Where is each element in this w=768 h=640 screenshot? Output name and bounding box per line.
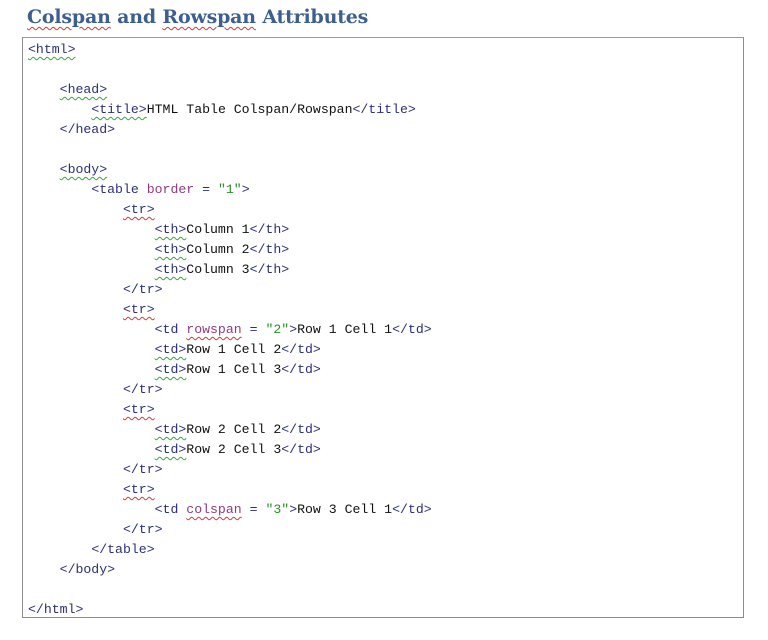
- equals-sign: =: [241, 322, 266, 337]
- table-close-tag: </table>: [91, 542, 155, 557]
- row1-cell2: Row 1 Cell 2: [186, 342, 282, 357]
- table-border-attr: border: [146, 182, 195, 197]
- code-line-8: <table border = "1">: [28, 180, 432, 200]
- th-close-tag: </th>: [249, 242, 290, 257]
- code-line-6: [28, 140, 432, 160]
- code-line-9: <tr>: [28, 200, 432, 220]
- td-open-tag: <td: [154, 502, 187, 517]
- code-line-22: </tr>: [28, 460, 432, 480]
- code-block: <html> <head> <title>HTML Table Colspan/…: [22, 37, 744, 618]
- code-line-11: <th>Column 2</th>: [28, 240, 432, 260]
- td-open-tag: <td>: [154, 362, 187, 377]
- body-close-tag: </body>: [59, 562, 116, 577]
- code-line-28: [28, 580, 432, 600]
- code-line-16: <td>Row 1 Cell 2</td>: [28, 340, 432, 360]
- code-line-20: <td>Row 2 Cell 2</td>: [28, 420, 432, 440]
- colspan-value: "3": [265, 502, 290, 517]
- code-line-27: </body>: [28, 560, 432, 580]
- code-line-18: </tr>: [28, 380, 432, 400]
- header-cell-2: Column 2: [186, 242, 250, 257]
- code-line-26: </table>: [28, 540, 432, 560]
- head-open-tag: <head>: [59, 82, 108, 97]
- th-open-tag: <th>: [154, 242, 187, 257]
- code-line-24: <td colspan = "3">Row 3 Cell 1</td>: [28, 500, 432, 520]
- code-line-21: <td>Row 2 Cell 3</td>: [28, 440, 432, 460]
- th-close-tag: </th>: [249, 262, 290, 277]
- header-cell-1: Column 1: [186, 222, 250, 237]
- table-open-tag: <table: [91, 182, 147, 197]
- code-line-5: </head>: [28, 120, 432, 140]
- td-open-tag: <td: [154, 322, 187, 337]
- title-open-tag: <title>: [91, 102, 147, 117]
- row1-cell3: Row 1 Cell 3: [186, 362, 282, 377]
- td-close-tag: </td>: [392, 502, 432, 517]
- td-close-tag: </td>: [281, 362, 321, 377]
- td-open-tag: <td>: [154, 442, 187, 457]
- section-heading: Colspan and Rowspan Attributes: [27, 6, 368, 28]
- th-open-tag: <th>: [154, 222, 187, 237]
- tag-end: >: [241, 182, 250, 197]
- body-open-tag: <body>: [59, 162, 108, 177]
- table-border-value: "1": [217, 182, 242, 197]
- code-line-29: </html>: [28, 600, 432, 620]
- code-line-10: <th>Column 1</th>: [28, 220, 432, 240]
- rowspan-attr: rowspan: [186, 322, 242, 337]
- code-line-12: <th>Column 3</th>: [28, 260, 432, 280]
- code-line-2: [28, 60, 432, 80]
- tr-close-tag: </tr>: [122, 462, 163, 477]
- code-line-4: <title>HTML Table Colspan/Rowspan</title…: [28, 100, 432, 120]
- code-line-1: <html>: [28, 40, 432, 60]
- html-close-tag: </html>: [28, 602, 84, 617]
- heading-word-rowspan: Rowspan: [162, 6, 256, 28]
- code-line-13: </tr>: [28, 280, 432, 300]
- tag-end: >: [289, 502, 298, 517]
- code-line-3: <head>: [28, 80, 432, 100]
- row1-cell1: Row 1 Cell 1: [297, 322, 393, 337]
- tr-open-tag: <tr>: [122, 202, 155, 217]
- code-line-17: <td>Row 1 Cell 3</td>: [28, 360, 432, 380]
- td-open-tag: <td>: [154, 342, 187, 357]
- code-listing: <html> <head> <title>HTML Table Colspan/…: [28, 40, 432, 620]
- row3-cell1: Row 3 Cell 1: [297, 502, 393, 517]
- head-close-tag: </head>: [59, 122, 116, 137]
- title-text: HTML Table Colspan/Rowspan: [146, 102, 353, 117]
- code-line-23: <tr>: [28, 480, 432, 500]
- th-open-tag: <th>: [154, 262, 187, 277]
- tr-close-tag: </tr>: [122, 382, 163, 397]
- html-open-tag: <html>: [28, 42, 76, 57]
- code-line-15: <td rowspan = "2">Row 1 Cell 1</td>: [28, 320, 432, 340]
- heading-word-attributes: Attributes: [255, 6, 369, 28]
- td-close-tag: </td>: [281, 422, 321, 437]
- row2-cell2: Row 2 Cell 2: [186, 422, 282, 437]
- heading-word-and: and: [110, 6, 163, 28]
- code-line-7: <body>: [28, 160, 432, 180]
- th-close-tag: </th>: [249, 222, 290, 237]
- row2-cell3: Row 2 Cell 3: [186, 442, 282, 457]
- code-line-25: </tr>: [28, 520, 432, 540]
- tr-open-tag: <tr>: [122, 482, 155, 497]
- heading-word-colspan: Colspan: [27, 6, 111, 28]
- td-close-tag: </td>: [281, 342, 321, 357]
- tr-close-tag: </tr>: [122, 282, 163, 297]
- td-close-tag: </td>: [392, 322, 432, 337]
- title-close-tag: </title>: [352, 102, 416, 117]
- tr-open-tag: <tr>: [122, 302, 155, 317]
- equals-sign: =: [241, 502, 266, 517]
- rowspan-value: "2": [265, 322, 290, 337]
- td-close-tag: </td>: [281, 442, 321, 457]
- td-open-tag: <td>: [154, 422, 187, 437]
- colspan-attr: colspan: [186, 502, 242, 517]
- code-line-14: <tr>: [28, 300, 432, 320]
- equals-sign: =: [194, 182, 218, 197]
- tr-close-tag: </tr>: [122, 522, 163, 537]
- tr-open-tag: <tr>: [122, 402, 155, 417]
- code-line-19: <tr>: [28, 400, 432, 420]
- header-cell-3: Column 3: [186, 262, 250, 277]
- tag-end: >: [289, 322, 298, 337]
